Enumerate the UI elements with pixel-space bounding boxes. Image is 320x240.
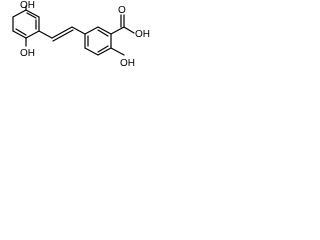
double-bond	[15, 28, 27, 36]
bond	[12, 9, 27, 18]
bond	[25, 30, 40, 39]
bond	[38, 30, 53, 39]
bond	[51, 26, 73, 39]
double-bond	[26, 12, 37, 19]
bond	[110, 26, 125, 35]
chemical-structure: OH OH O OH OH	[12, 0, 150, 69]
structure-canvas: OH OH O OH OH	[0, 0, 170, 102]
bond	[71, 26, 86, 35]
bond	[84, 26, 99, 35]
right-benzene-ring	[84, 26, 112, 56]
bond	[110, 47, 125, 56]
bond	[12, 30, 27, 39]
double-bond	[97, 29, 109, 37]
carboxyl-group	[110, 14, 135, 35]
carboxyl-hydroxyl-label: OH	[135, 29, 150, 40]
double-bond	[52, 29, 74, 42]
bond	[25, 9, 40, 18]
hydroxyl-label: OH	[120, 58, 135, 69]
vinyl-linker	[38, 26, 86, 42]
bond	[123, 26, 135, 34]
left-benzene-ring	[12, 9, 40, 39]
hydroxyl-label: OH	[20, 0, 35, 11]
double-bond	[97, 45, 109, 53]
bond	[84, 47, 99, 56]
bond	[97, 47, 112, 56]
hydroxyl-label: OH	[20, 48, 35, 59]
carbonyl-oxygen-label: O	[118, 5, 126, 16]
bond	[97, 26, 112, 35]
